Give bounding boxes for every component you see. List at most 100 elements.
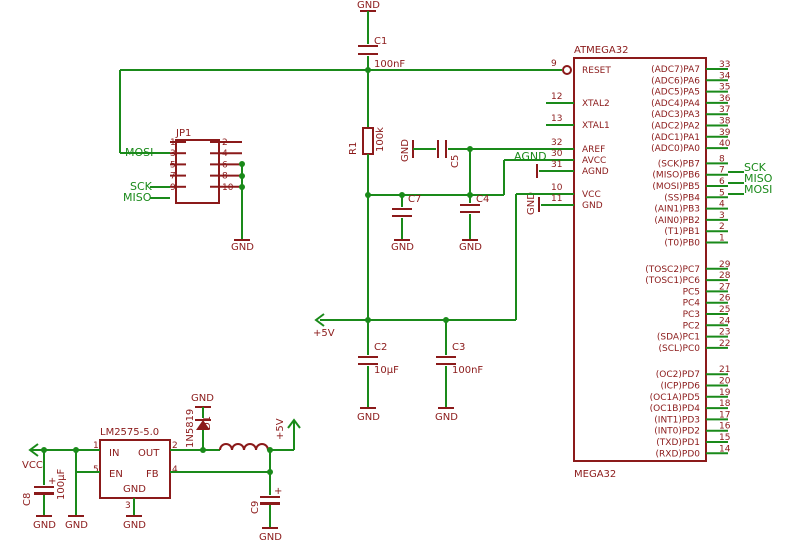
gnd-en-label: GND (65, 520, 88, 531)
mcu-pin-num: 4 (719, 200, 725, 210)
mcu-pin-label: AREF (582, 145, 605, 155)
jp1-pin-num: 9 (170, 183, 176, 193)
mcu-pin-num: 22 (719, 339, 730, 349)
reset-inverter-bubble (562, 65, 572, 75)
jp1-pin-num: 6 (222, 160, 228, 170)
mcu-pin-label: (TXD)PD1 (656, 438, 700, 448)
mcu-pin-label: (INT0)PD2 (654, 427, 700, 437)
reg-pin1: 1 (93, 441, 99, 451)
gnd-d1-label: GND (191, 393, 214, 404)
mcu-pin-label: AVCC (582, 156, 606, 166)
reg-out-label: OUT (138, 448, 160, 459)
plus5v-rail-label: +5V (313, 328, 335, 339)
capacitor-c8: + C8 100µF GND (22, 450, 67, 531)
gnd-c8-label: GND (33, 520, 56, 531)
mcu-pin-label: XTAL1 (582, 121, 610, 131)
svg-text:+: + (48, 476, 56, 487)
mcu-pin-label: PC3 (683, 310, 700, 320)
reg-pin5: 5 (93, 465, 99, 475)
header-jp1[interactable]: JP1 MOSI SCK MISO (123, 128, 220, 204)
mcu-pin-num: 25 (719, 305, 730, 315)
mcu-pin-num: 1 (719, 234, 725, 244)
mcu-pin-txdpd1: (TXD)PD1 15 (656, 433, 730, 448)
mcu-pin-num: 31 (551, 160, 562, 170)
mcu-pin-num: 21 (719, 365, 730, 375)
mcu-pin-label: (ADC1)PA1 (651, 133, 700, 143)
mcu-pin-num: 18 (719, 399, 731, 409)
jp1-name: JP1 (175, 128, 191, 139)
mcu-name: ATMEGA32 (574, 45, 628, 56)
c1-value: 100nF (374, 59, 405, 70)
d1-value: 1N5819 (185, 409, 196, 448)
c7-name: C7 (408, 194, 421, 205)
jp1-pin-9: 9 (170, 183, 186, 193)
capacitor-c2: C2 10µF GND (357, 320, 399, 423)
capacitor-c1: C1 100nF (358, 36, 405, 70)
mcu-pin-label: (T0)PB0 (664, 239, 700, 249)
mcu-pin-label: PC5 (683, 287, 700, 297)
jp1-pin-2: 2 (210, 138, 242, 148)
mcu-pin-label: (ADC7)PA7 (651, 65, 700, 75)
mcu-pin-num: 37 (719, 105, 730, 115)
mcu-pin-num: 11 (551, 194, 562, 204)
c4-name: C4 (476, 194, 489, 205)
gnd-top: GND (357, 0, 380, 44)
gnd-mcu-label: GND (526, 192, 537, 215)
mcu-pin-num: 39 (719, 128, 731, 138)
jp1-pin-7: 7 (170, 172, 186, 182)
reg-name: LM2575-5.0 (100, 427, 159, 438)
mcu-pin-num: 15 (719, 433, 730, 443)
agnd-label: AGND (514, 150, 547, 163)
jp1-pin-num: 4 (222, 149, 228, 159)
capacitor-c5: C5 (437, 140, 461, 168)
gnd-c5: GND (400, 139, 436, 162)
c5-name: C5 (450, 155, 461, 168)
jp1-pin-8: 8 (210, 172, 242, 182)
gnd-c2-label: GND (357, 412, 380, 423)
gnd-c7-label: GND (391, 242, 414, 253)
mcu-pin-t0pb0: (T0)PB0 1 (664, 234, 728, 249)
reg-en-label: EN (109, 469, 123, 480)
mcu-pin-label: VCC (582, 190, 601, 200)
mcu-pin-num: 8 (719, 154, 725, 164)
mcu-pin-label: XTAL2 (582, 99, 610, 109)
reg-gnd-label: GND (123, 484, 146, 495)
mcu-pin-oc2pd7: (OC2)PD7 21 (656, 365, 731, 380)
mcu-pin-num: 35 (719, 83, 730, 93)
mcu-pin-label: (ADC0)PA0 (651, 144, 700, 154)
resistor-r1: R1 100k (348, 127, 386, 155)
mcu-pin-num: 17 (719, 410, 730, 420)
c2-value: 10µF (374, 365, 399, 376)
mcu-left-pins: 9RESET12XTAL213XTAL132AREF30AVCC31AGND10… (546, 59, 611, 211)
mcu-pin-label: (ICP)PD6 (661, 382, 701, 392)
jp1-pin-5: 5 (170, 160, 186, 170)
regulator-lm2575[interactable]: LM2575-5.0 IN OUT EN FB GND 1 2 5 4 3 (93, 427, 178, 511)
mcu-pin-num: 7 (719, 166, 725, 176)
mcu-pin-label: (OC2)PD7 (656, 370, 700, 380)
jp1-pin-num: 3 (170, 149, 176, 159)
mcu-pin-num: 26 (719, 294, 731, 304)
jp1-pin-num: 5 (170, 160, 176, 170)
mcu-pin-num: 34 (719, 71, 731, 81)
mcu-pin-num: 24 (719, 316, 731, 326)
mcu-atmega32[interactable]: ATMEGA32 MEGA32 (573, 45, 707, 480)
c8-value: 100µF (56, 469, 67, 500)
